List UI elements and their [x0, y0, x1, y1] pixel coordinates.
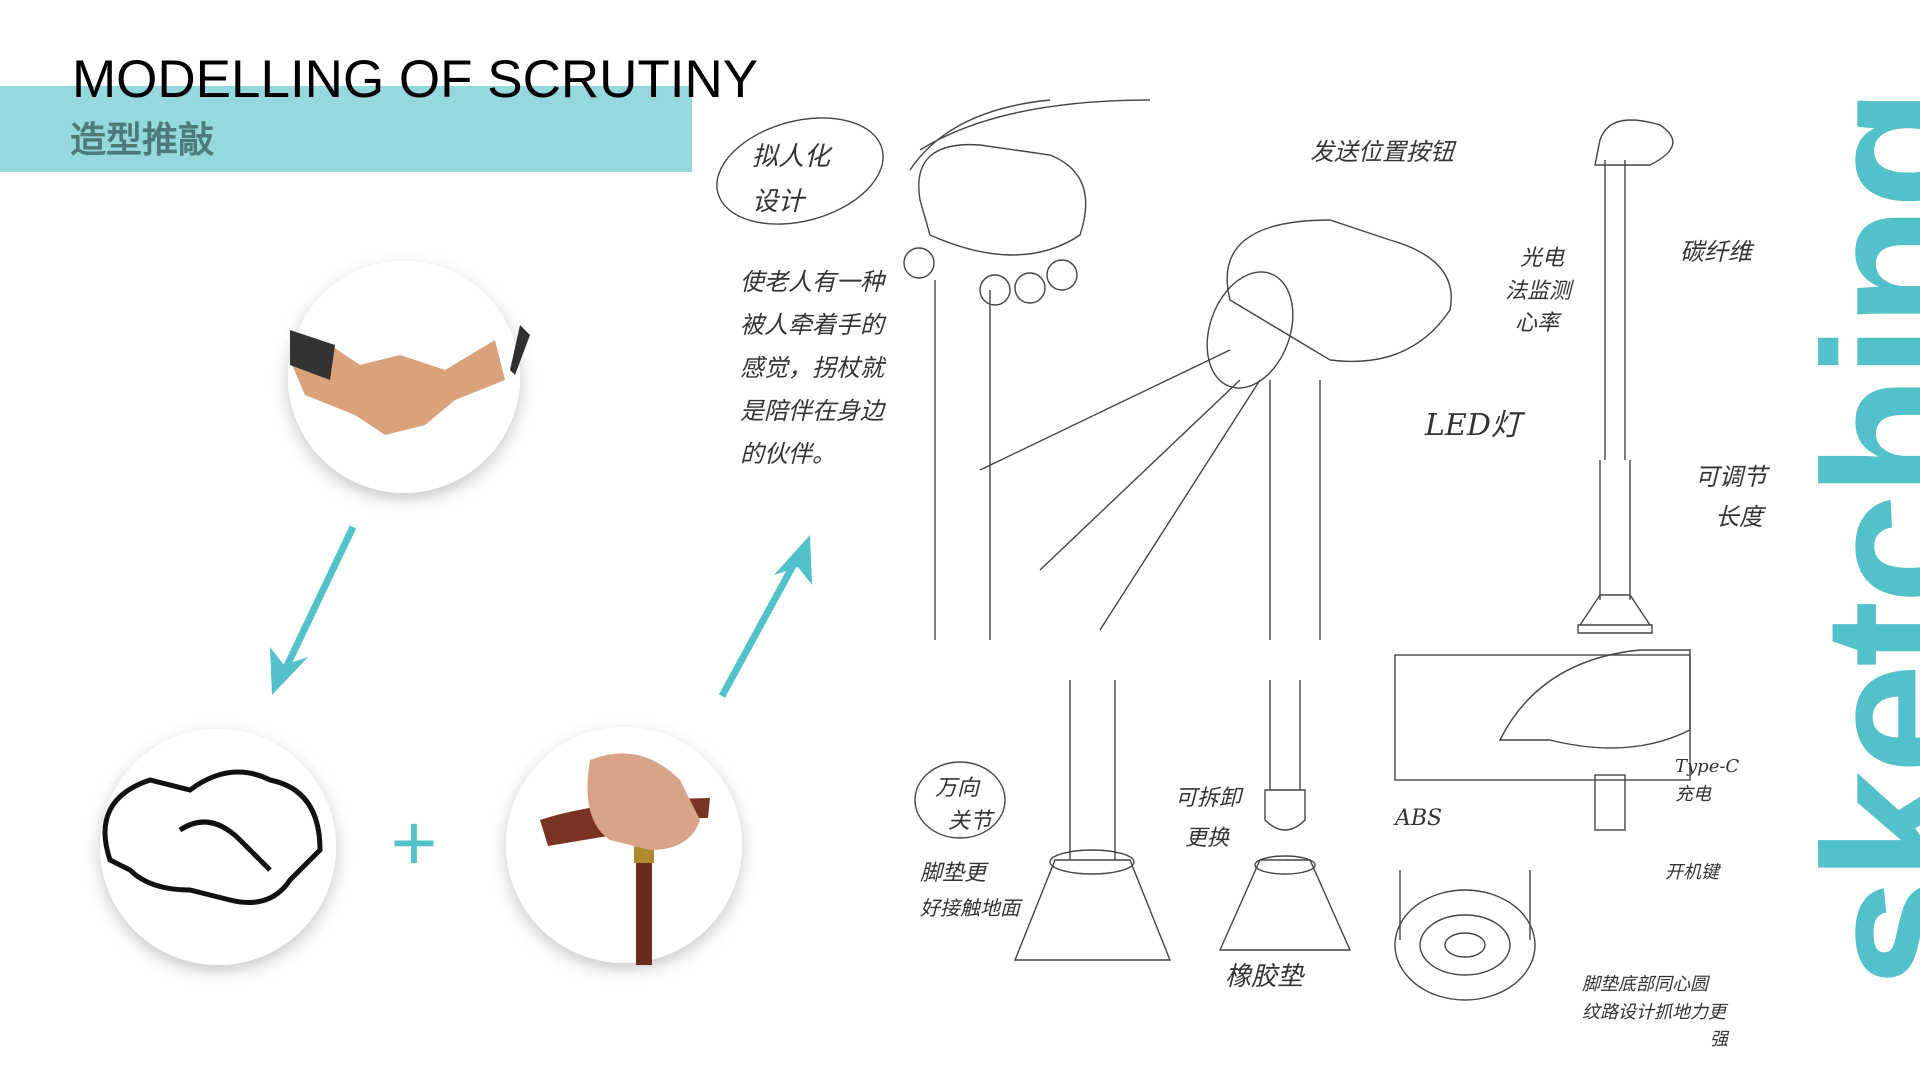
label-abs: ABS	[1393, 806, 1442, 831]
title-band	[0, 86, 692, 172]
concept-note-line: 使老人有一种	[740, 268, 887, 296]
cane-grip-photo	[506, 727, 742, 965]
page-title: MODELLING OF SCRUTINY	[72, 50, 759, 109]
label-carbon-fiber: 碳纤维	[1680, 238, 1755, 266]
arrow-down-left	[270, 525, 357, 695]
label-led: LED灯	[1424, 408, 1526, 443]
label-concentric: 脚垫底部同心圆	[1582, 974, 1711, 995]
arrow-up-right	[718, 535, 812, 698]
plus-sign: +	[391, 798, 438, 887]
side-label: sketching	[1783, 91, 1920, 989]
sketch-annotations: 拟人化 设计 使老人有一种 被人牵着手的 感觉，拐杖就 是陪伴在身边 的伙伴。 …	[740, 138, 1771, 1050]
handshake-photo	[288, 261, 530, 493]
label-rubber-pad: 橡胶垫	[1225, 962, 1306, 992]
label-detachable: 可拆卸	[1175, 786, 1244, 811]
label-adjustable: 可调节	[1695, 463, 1771, 491]
label-heart-rate: 法监测	[1505, 279, 1574, 304]
label-universal-joint: 万向	[935, 776, 981, 801]
label-typec: Type-C	[1675, 756, 1739, 777]
concept-note-line: 是陪伴在身边	[740, 397, 887, 425]
label-pad-note: 好接触地面	[920, 896, 1023, 920]
concept-bubble-line1: 拟人化	[752, 142, 833, 172]
concept-bubble-line2: 设计	[752, 187, 807, 217]
handshake-outline-icon	[100, 729, 336, 965]
concept-note-line: 感觉，拐杖就	[740, 354, 887, 382]
label-heart-rate: 光电	[1520, 246, 1565, 271]
label-typec: 充电	[1675, 784, 1712, 805]
sketch-drawings	[716, 99, 1691, 1001]
label-pad-note: 脚垫更	[920, 861, 989, 886]
label-send-location: 发送位置按钮	[1310, 138, 1457, 166]
label-heart-rate: 心率	[1515, 311, 1562, 336]
page-subtitle: 造型推敲	[70, 119, 215, 160]
label-concentric: 强	[1710, 1029, 1730, 1050]
concept-note-line: 的伙伴。	[740, 440, 836, 468]
label-detachable: 更换	[1185, 826, 1230, 851]
label-concentric: 纹路设计抓地力更	[1582, 1002, 1729, 1023]
label-adjustable: 长度	[1715, 503, 1767, 531]
concept-note-line: 被人牵着手的	[740, 311, 887, 339]
label-power-button: 开机键	[1665, 862, 1722, 883]
label-universal-joint: 关节	[948, 809, 995, 834]
